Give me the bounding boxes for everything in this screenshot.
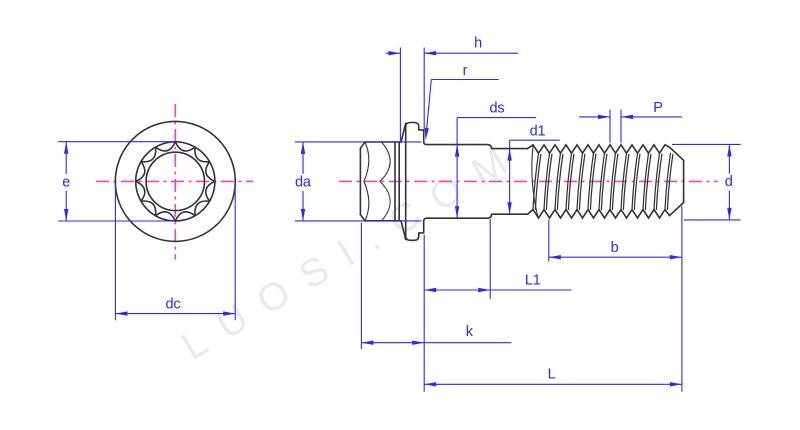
dim-label-d1: d1 (530, 124, 546, 140)
dim-label-P: P (653, 100, 662, 116)
dim-label-dc: dc (166, 297, 181, 313)
dim-label-e: e (62, 174, 70, 190)
dim-label-b: b (611, 240, 619, 256)
dim-label-ds: ds (490, 101, 505, 117)
dim-h (385, 47, 519, 141)
flange-circle (114, 120, 237, 243)
dim-label-bg-d (720, 173, 737, 191)
dim-label-d: d (725, 174, 733, 190)
side-view-threads (526, 143, 685, 220)
dimension-labels: e dc da h r ds d1 P d b L1 k L (58, 36, 737, 383)
watermark: LUOSI.COM (174, 131, 530, 369)
watermark-text: LUOSI.COM (174, 131, 530, 369)
centerlines (96, 104, 718, 260)
dim-dc (114, 182, 236, 321)
dim-label-da: da (295, 174, 312, 190)
dim-label-bg-e (58, 173, 75, 191)
dim-b (548, 206, 683, 392)
dim-P (579, 109, 683, 143)
dim-k (360, 222, 512, 349)
dim-label-L: L (548, 367, 556, 383)
dim-label-h: h (474, 36, 482, 52)
dim-r (424, 78, 499, 140)
dim-label-k: k (466, 324, 474, 340)
inner-circle (145, 151, 206, 212)
dim-label-r: r (463, 63, 468, 79)
dim-label-bg-da (291, 173, 315, 191)
dim-L1 (423, 219, 572, 392)
dim-label-L1: L1 (525, 272, 541, 288)
dim-ds (454, 117, 537, 219)
dim-L (424, 382, 682, 387)
dim-d1 (507, 139, 560, 215)
dimensions (58, 47, 741, 392)
